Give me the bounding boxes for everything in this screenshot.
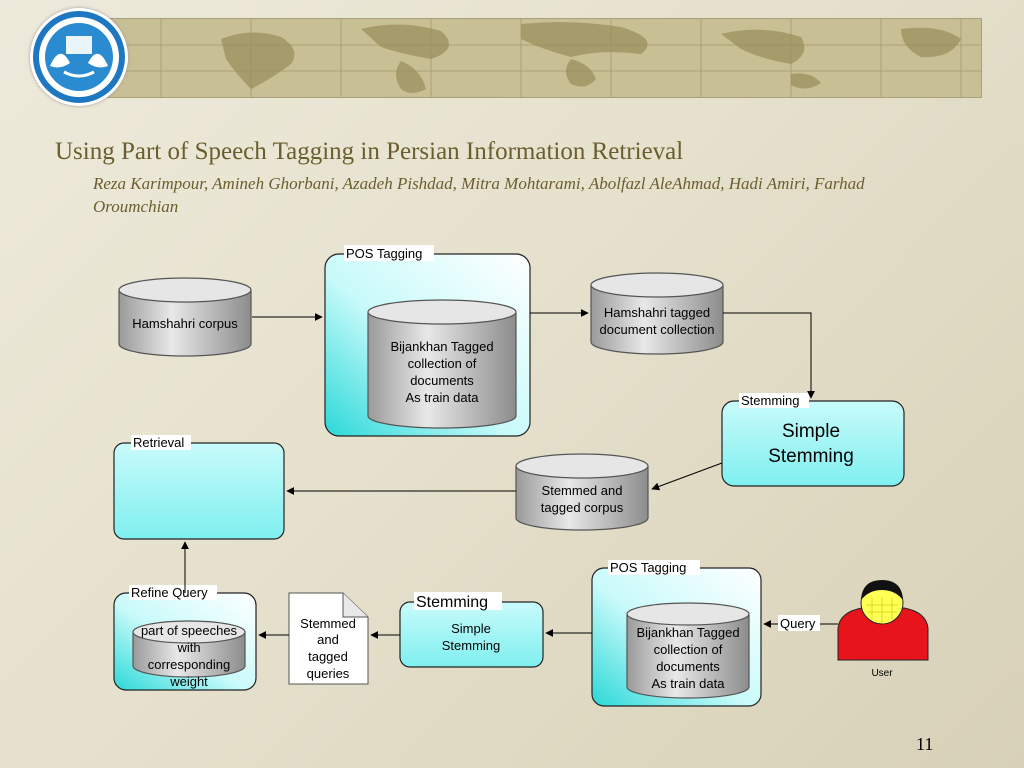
world-map-banner bbox=[100, 18, 982, 98]
connector-arrows bbox=[181, 309, 838, 639]
hamshahri-corpus-cylinder: Hamshahri corpus bbox=[118, 277, 252, 357]
svg-text:tagged: tagged bbox=[308, 649, 348, 664]
stemming-bottom-box: Stemming Simple Stemming bbox=[399, 592, 544, 668]
svg-text:collection of: collection of bbox=[654, 642, 723, 657]
svg-text:document collection: document collection bbox=[600, 322, 715, 337]
slide-title: Using Part of Speech Tagging in Persian … bbox=[55, 138, 684, 165]
svg-text:Stemmed: Stemmed bbox=[300, 616, 356, 631]
stemming-bottom-label: Stemming bbox=[416, 594, 488, 611]
svg-text:Bijankhan Tagged: Bijankhan Tagged bbox=[636, 625, 739, 640]
query-label: Query bbox=[780, 616, 816, 631]
tagged-collection-cylinder: Hamshahri tagged document collection bbox=[590, 272, 724, 355]
retrieval-label: Retrieval bbox=[133, 435, 184, 450]
svg-text:As train data: As train data bbox=[652, 676, 726, 691]
svg-text:Stemming: Stemming bbox=[442, 638, 501, 653]
query-label-group: Query bbox=[778, 615, 820, 631]
hamshahri-corpus-label: Hamshahri corpus bbox=[132, 316, 238, 331]
svg-text:Simple: Simple bbox=[451, 621, 491, 636]
pos-weight-cylinder: part of speeches with corresponding weig… bbox=[132, 620, 246, 689]
svg-text:Stemming: Stemming bbox=[768, 446, 854, 467]
stemming-top-box: Stemming Simple Stemming bbox=[721, 393, 905, 487]
pos-tagging-top-label: POS Tagging bbox=[346, 246, 422, 261]
svg-text:collection of: collection of bbox=[408, 356, 477, 371]
pos-tagging-bottom-box: POS Tagging Bijankhan Tagged collection … bbox=[591, 560, 762, 707]
university-seal-icon bbox=[30, 8, 128, 106]
svg-text:queries: queries bbox=[307, 666, 350, 681]
svg-text:and: and bbox=[317, 632, 339, 647]
svg-text:corresponding: corresponding bbox=[148, 657, 230, 672]
bijankhan-top-cylinder: Bijankhan Tagged collection of documents… bbox=[367, 299, 517, 429]
svg-text:As train data: As train data bbox=[406, 390, 480, 405]
user-figure: User bbox=[837, 580, 929, 679]
stemming-top-label: Stemming bbox=[741, 393, 800, 408]
svg-text:with: with bbox=[176, 640, 200, 655]
svg-text:documents: documents bbox=[656, 659, 720, 674]
retrieval-box: Retrieval bbox=[113, 435, 285, 540]
svg-text:Stemmed and: Stemmed and bbox=[542, 483, 623, 498]
svg-text:Bijankhan Tagged: Bijankhan Tagged bbox=[390, 339, 493, 354]
refine-query-label: Refine Query bbox=[131, 585, 208, 600]
pos-tagging-top-box: POS Tagging Bijankhan Tagged collection … bbox=[324, 245, 531, 437]
svg-text:part of speeches: part of speeches bbox=[141, 623, 238, 638]
pos-tagging-bottom-label: POS Tagging bbox=[610, 560, 686, 575]
svg-text:Simple: Simple bbox=[782, 421, 840, 442]
slide-page-number: 11 bbox=[916, 734, 934, 754]
svg-text:Hamshahri tagged: Hamshahri tagged bbox=[604, 305, 710, 320]
user-label: User bbox=[871, 668, 893, 679]
slide-authors: Reza Karimpour, Amineh Ghorbani, Azadeh … bbox=[93, 174, 865, 216]
svg-text:tagged corpus: tagged corpus bbox=[541, 500, 624, 515]
svg-text:weight: weight bbox=[169, 674, 208, 689]
svg-text:documents: documents bbox=[410, 373, 474, 388]
refine-query-box: Refine Query part of speeches with corre… bbox=[113, 585, 257, 691]
stemmed-corpus-cylinder: Stemmed and tagged corpus bbox=[515, 453, 649, 531]
stemmed-queries-document: Stemmed and tagged queries bbox=[288, 592, 369, 685]
bijankhan-bottom-cylinder: Bijankhan Tagged collection of documents… bbox=[626, 602, 750, 699]
